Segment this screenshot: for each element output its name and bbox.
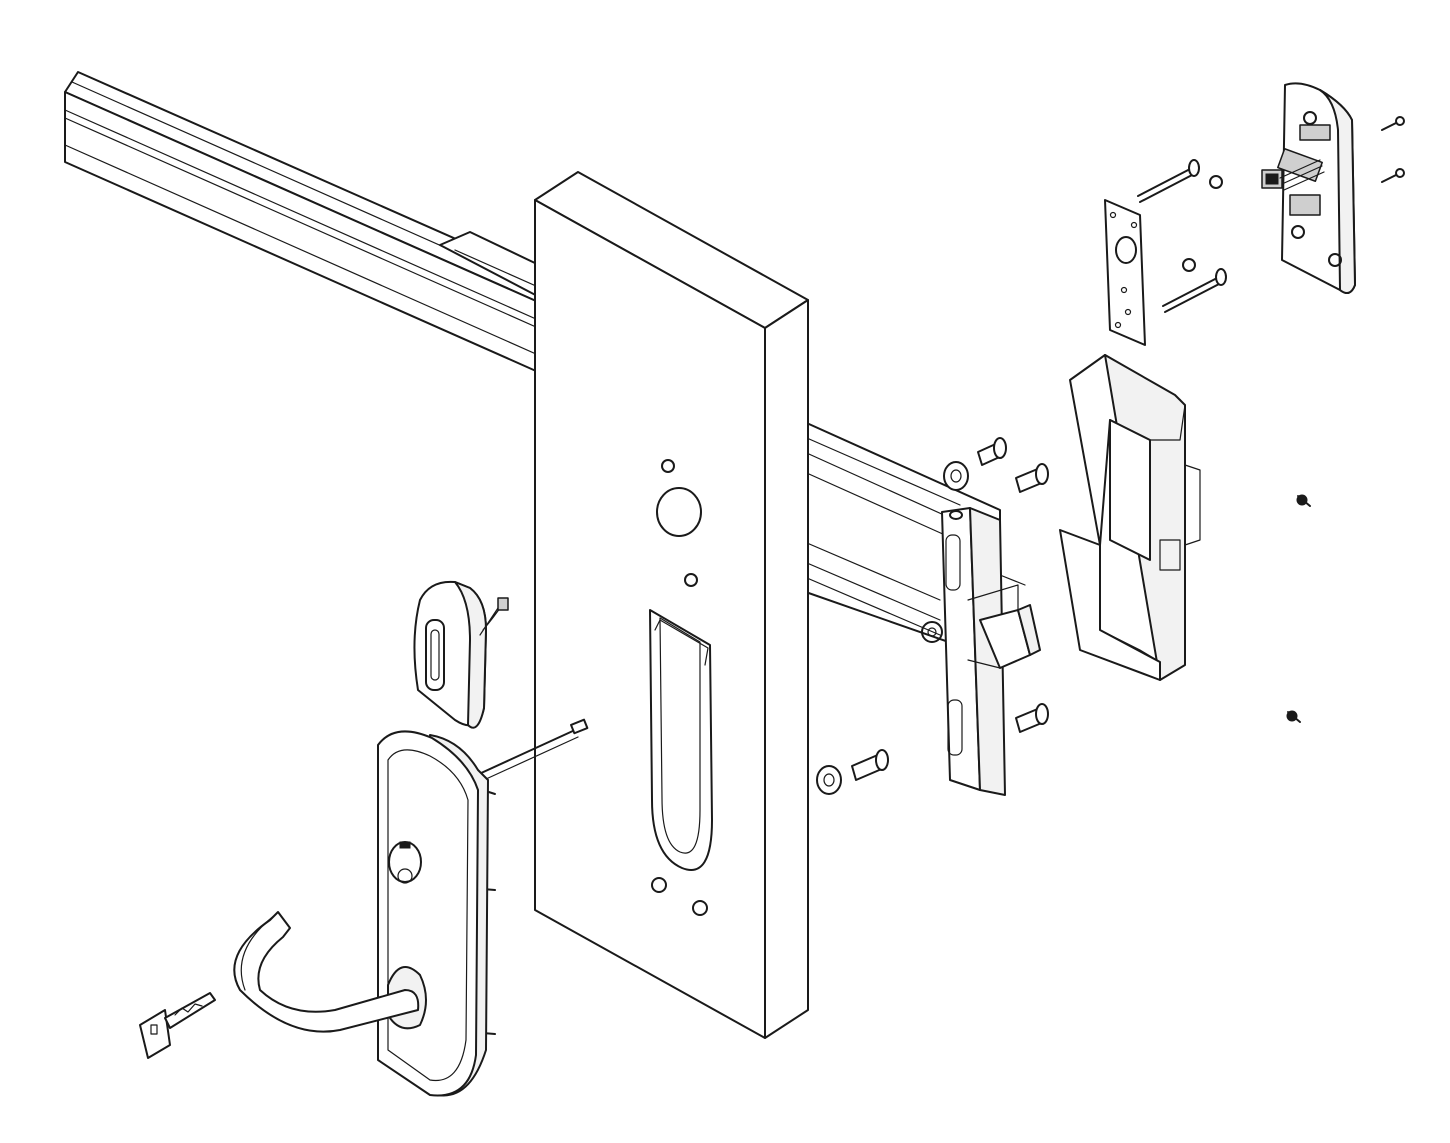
- through-bolts: [1137, 159, 1227, 313]
- door-slot: [649, 609, 713, 871]
- door-hole-bottom-right: [692, 900, 708, 916]
- reader-electronics-housing: [1261, 82, 1356, 295]
- door-hole-small-top: [661, 459, 675, 473]
- rear-mounting-plate: [1104, 199, 1146, 346]
- key: [139, 992, 216, 1059]
- outside-trim-with-lever: [233, 730, 496, 1097]
- exit-device-rail: [64, 71, 1026, 666]
- door-hole-bottom-left: [651, 877, 667, 893]
- washers: [816, 461, 969, 795]
- door-panel: [534, 171, 809, 1039]
- end-cap-cover: [1059, 354, 1201, 681]
- door-hole-cylinder: [656, 487, 702, 537]
- mounting-screws: [851, 116, 1405, 781]
- door-hole-small-mid: [684, 573, 698, 587]
- card-reader: [413, 580, 509, 729]
- chassis-latch: [921, 507, 1041, 796]
